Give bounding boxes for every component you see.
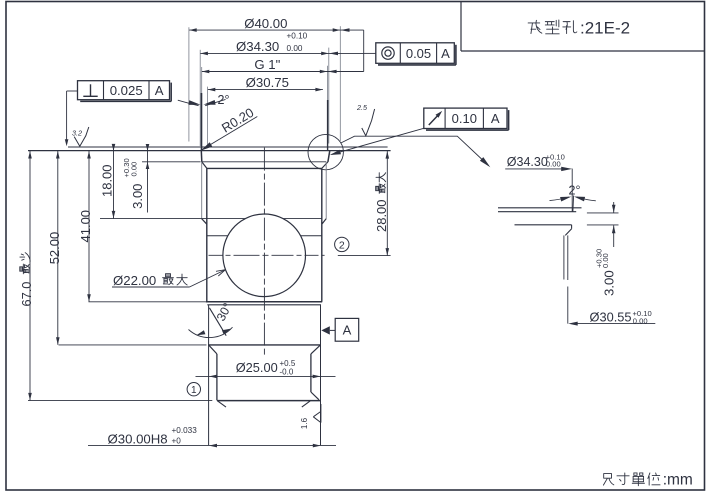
svg-text:A: A	[491, 111, 500, 126]
svg-text:0.00: 0.00	[546, 160, 561, 169]
svg-text:+0.10: +0.10	[546, 153, 565, 162]
svg-text:Ø40.00: Ø40.00	[244, 16, 287, 31]
svg-text:+0.033: +0.033	[172, 426, 198, 435]
svg-text:0.00: 0.00	[633, 316, 648, 325]
svg-text:+0.5: +0.5	[280, 359, 296, 368]
svg-text:3.2: 3.2	[72, 129, 82, 138]
svg-text:1.6: 1.6	[300, 417, 309, 429]
svg-text:Ø30.55: Ø30.55	[590, 309, 632, 324]
svg-text:2°: 2°	[569, 184, 581, 198]
svg-text:+0.10: +0.10	[287, 32, 308, 41]
svg-text:18.00: 18.00	[99, 164, 114, 197]
svg-text:-0.0: -0.0	[280, 368, 294, 377]
svg-text:+0.10: +0.10	[633, 309, 652, 318]
svg-text:A: A	[343, 323, 352, 338]
svg-text:Ø34.30: Ø34.30	[236, 39, 279, 54]
svg-text:0.00: 0.00	[129, 162, 138, 177]
svg-text::mm: :mm	[663, 472, 693, 489]
svg-text:67.0: 67.0	[19, 282, 34, 307]
svg-text:G 1": G 1"	[254, 57, 280, 72]
svg-text:0.00: 0.00	[287, 44, 303, 53]
svg-text:0.00: 0.00	[601, 253, 610, 268]
svg-text:2.5: 2.5	[356, 103, 368, 112]
svg-text:2: 2	[339, 239, 345, 251]
svg-text:Ø22.00: Ø22.00	[113, 273, 156, 288]
svg-text:A: A	[441, 46, 450, 61]
svg-text:Ø25.00: Ø25.00	[236, 360, 278, 375]
svg-text:0.025: 0.025	[110, 83, 143, 98]
svg-text:+0.30: +0.30	[122, 158, 131, 177]
svg-text:52.00: 52.00	[47, 232, 62, 265]
svg-text::21E-2: :21E-2	[580, 19, 630, 38]
svg-text:0.10: 0.10	[452, 111, 477, 126]
svg-text:Ø30.00H8: Ø30.00H8	[108, 431, 168, 446]
svg-text:0.05: 0.05	[406, 46, 431, 61]
svg-text:+0.30: +0.30	[594, 249, 603, 268]
svg-text:28.00: 28.00	[374, 199, 389, 232]
svg-text:3.00: 3.00	[602, 270, 617, 296]
svg-text:41.00: 41.00	[78, 210, 93, 243]
svg-text:Ø30.75: Ø30.75	[246, 75, 289, 90]
svg-text:3.00: 3.00	[130, 184, 145, 209]
svg-text:1: 1	[191, 385, 197, 396]
svg-text:A: A	[155, 83, 164, 98]
svg-text:+0: +0	[172, 437, 182, 446]
svg-text:Ø34.30: Ø34.30	[507, 155, 548, 169]
